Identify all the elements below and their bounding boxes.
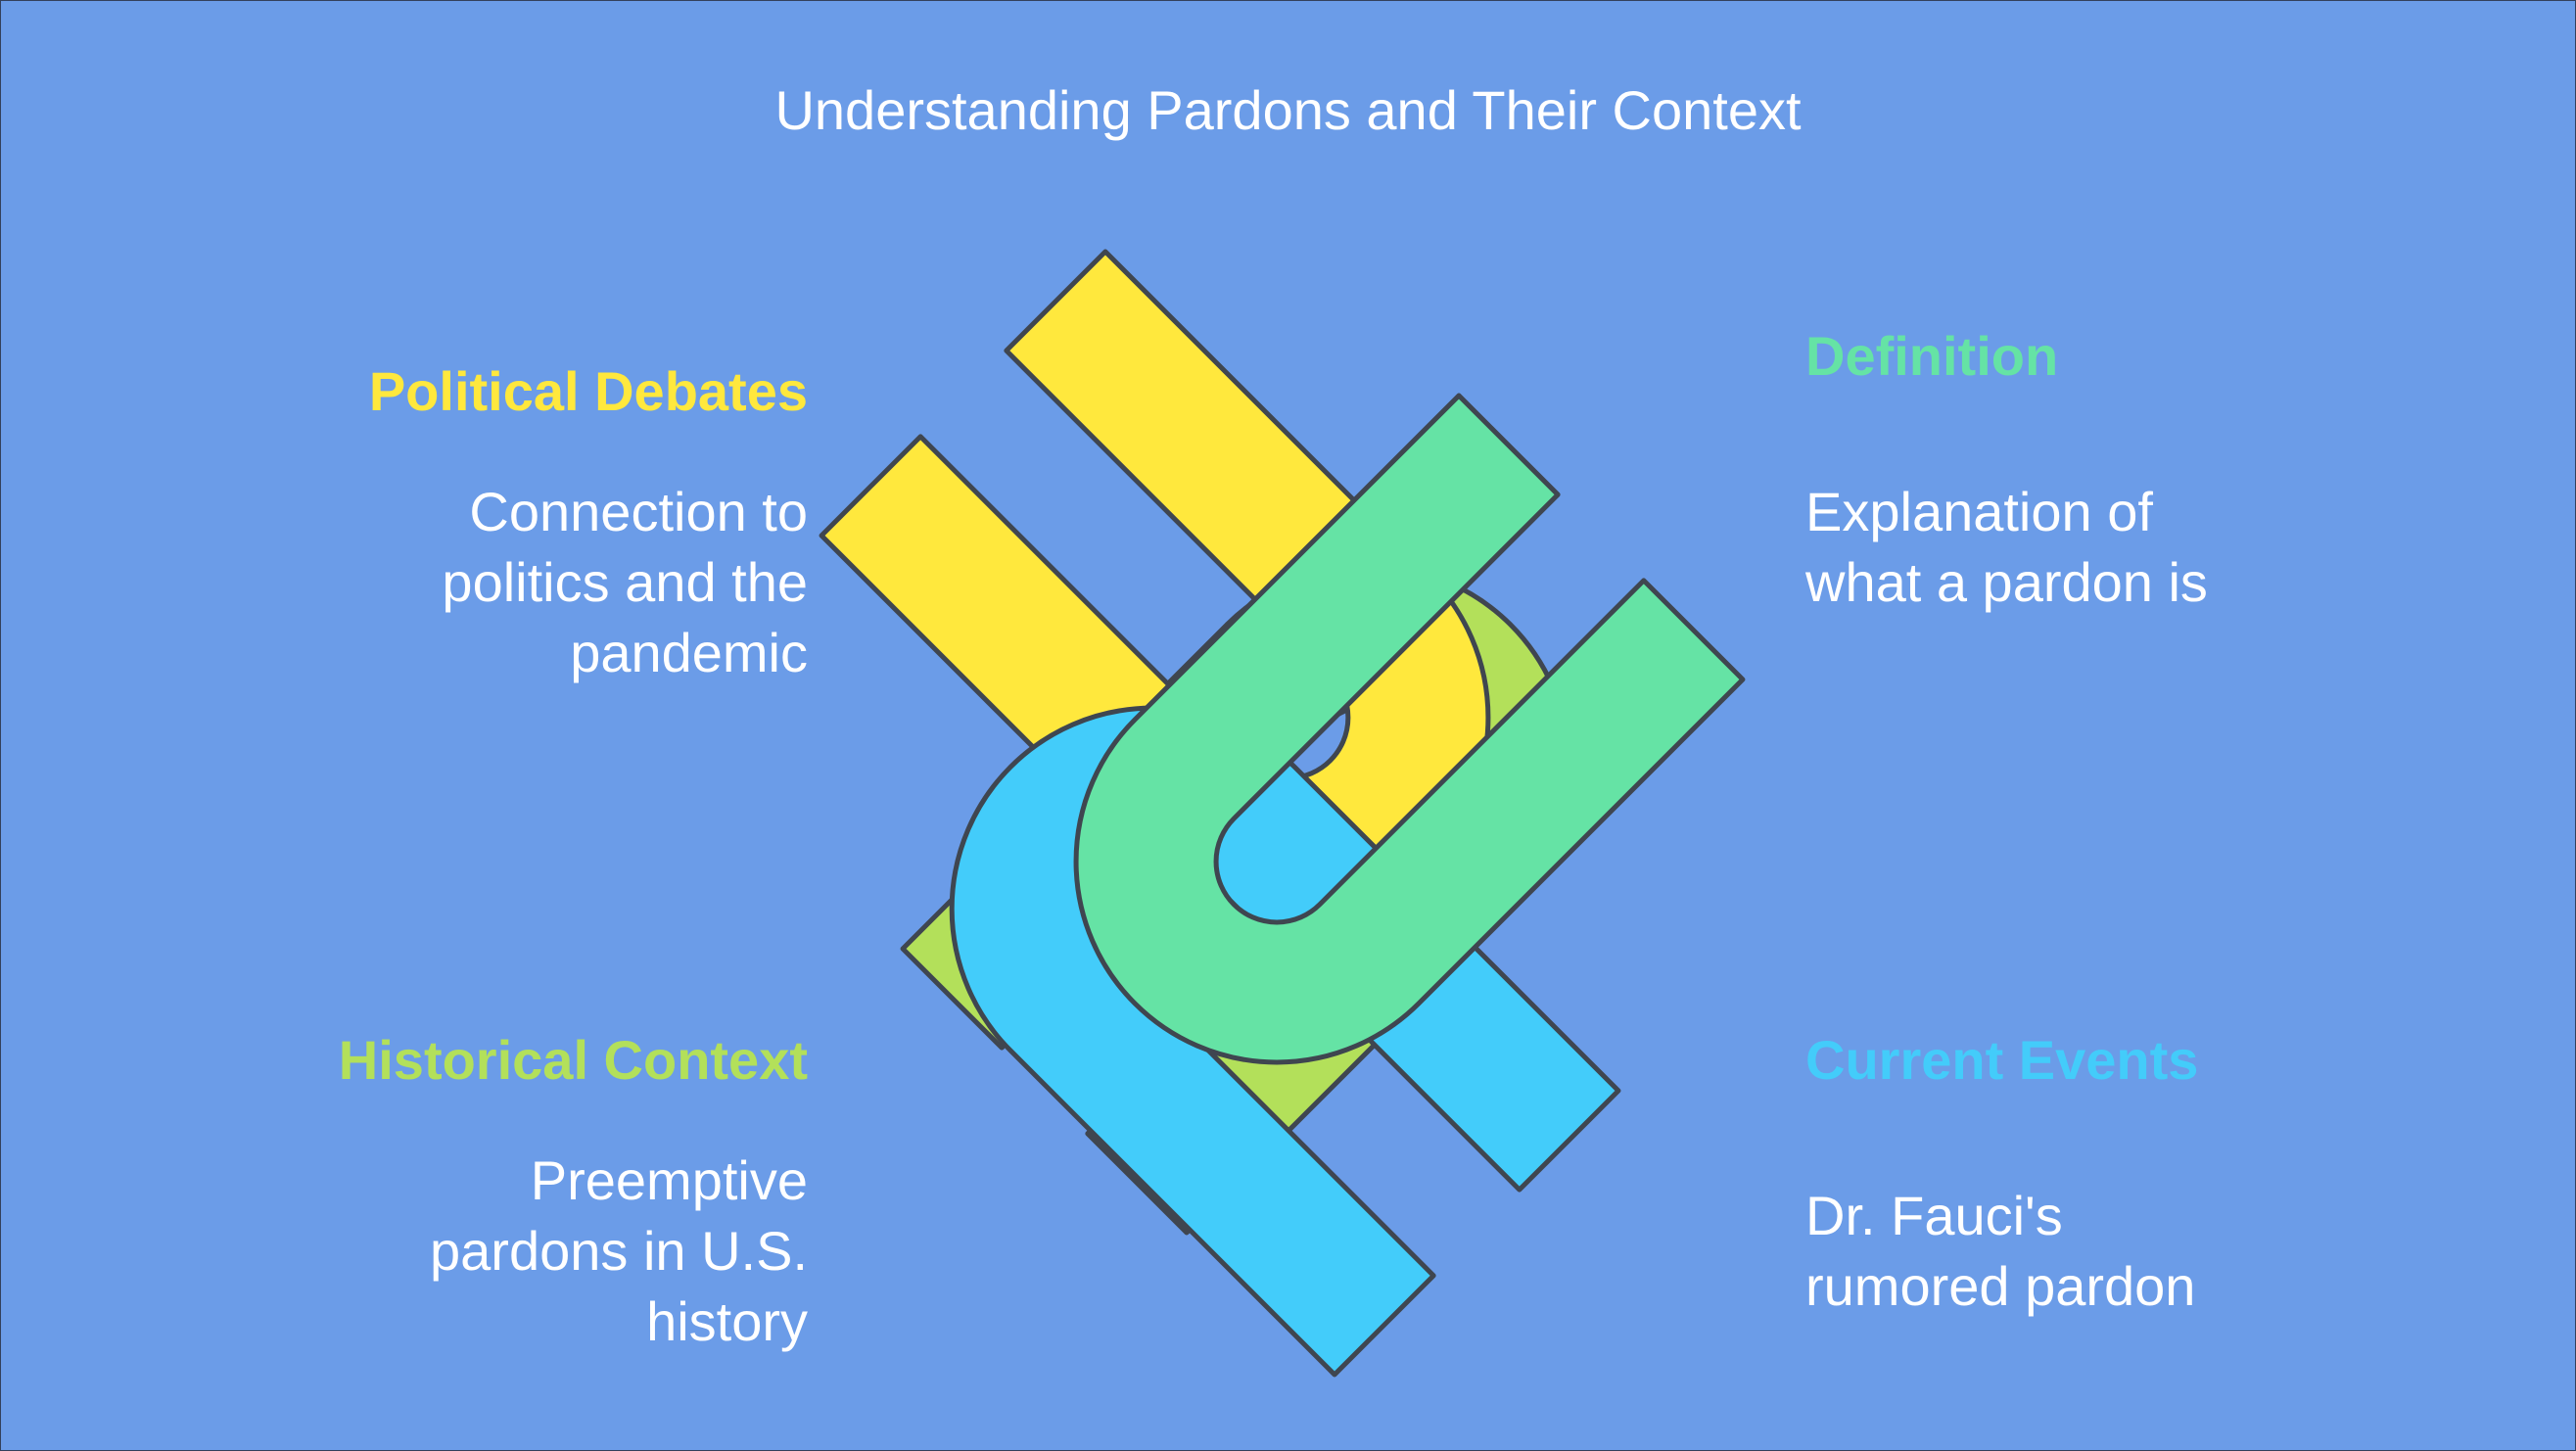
description-line: pandemic bbox=[570, 622, 808, 683]
description-line: politics and the bbox=[442, 551, 808, 613]
description-line: what a pardon is bbox=[1805, 551, 2208, 613]
section-description: Explanation of what a pardon is bbox=[1805, 477, 2550, 618]
section-definition: Definition Explanation of what a pardon … bbox=[1805, 322, 2550, 618]
description-line: Preemptive bbox=[530, 1149, 808, 1211]
description-line: history bbox=[646, 1290, 808, 1352]
section-description: Dr. Fauci's rumored pardon bbox=[1805, 1181, 2550, 1322]
description-line: rumored pardon bbox=[1805, 1255, 2196, 1317]
section-description: Connection to politics and the pandemic bbox=[64, 477, 808, 688]
description-line: pardons in U.S. bbox=[430, 1220, 808, 1282]
description-line: Dr. Fauci's bbox=[1805, 1185, 2063, 1246]
section-description: Preemptive pardons in U.S. history bbox=[64, 1146, 808, 1357]
section-heading: Political Debates bbox=[368, 360, 808, 422]
section-heading: Current Events bbox=[1805, 1029, 2199, 1091]
link-definition bbox=[1073, 393, 1746, 1065]
section-current-events: Current Events Dr. Fauci's rumored pardo… bbox=[1805, 1026, 2550, 1322]
description-line: Connection to bbox=[469, 481, 808, 542]
section-heading: Definition bbox=[1805, 325, 2059, 387]
diagram-title: Understanding Pardons and Their Context bbox=[774, 79, 1802, 141]
description-line: Explanation of bbox=[1805, 481, 2153, 542]
section-political-debates: Political Debates Connection to politics… bbox=[64, 357, 808, 688]
section-historical-context: Historical Context Preemptive pardons in… bbox=[64, 1026, 808, 1357]
section-heading: Historical Context bbox=[338, 1029, 808, 1091]
